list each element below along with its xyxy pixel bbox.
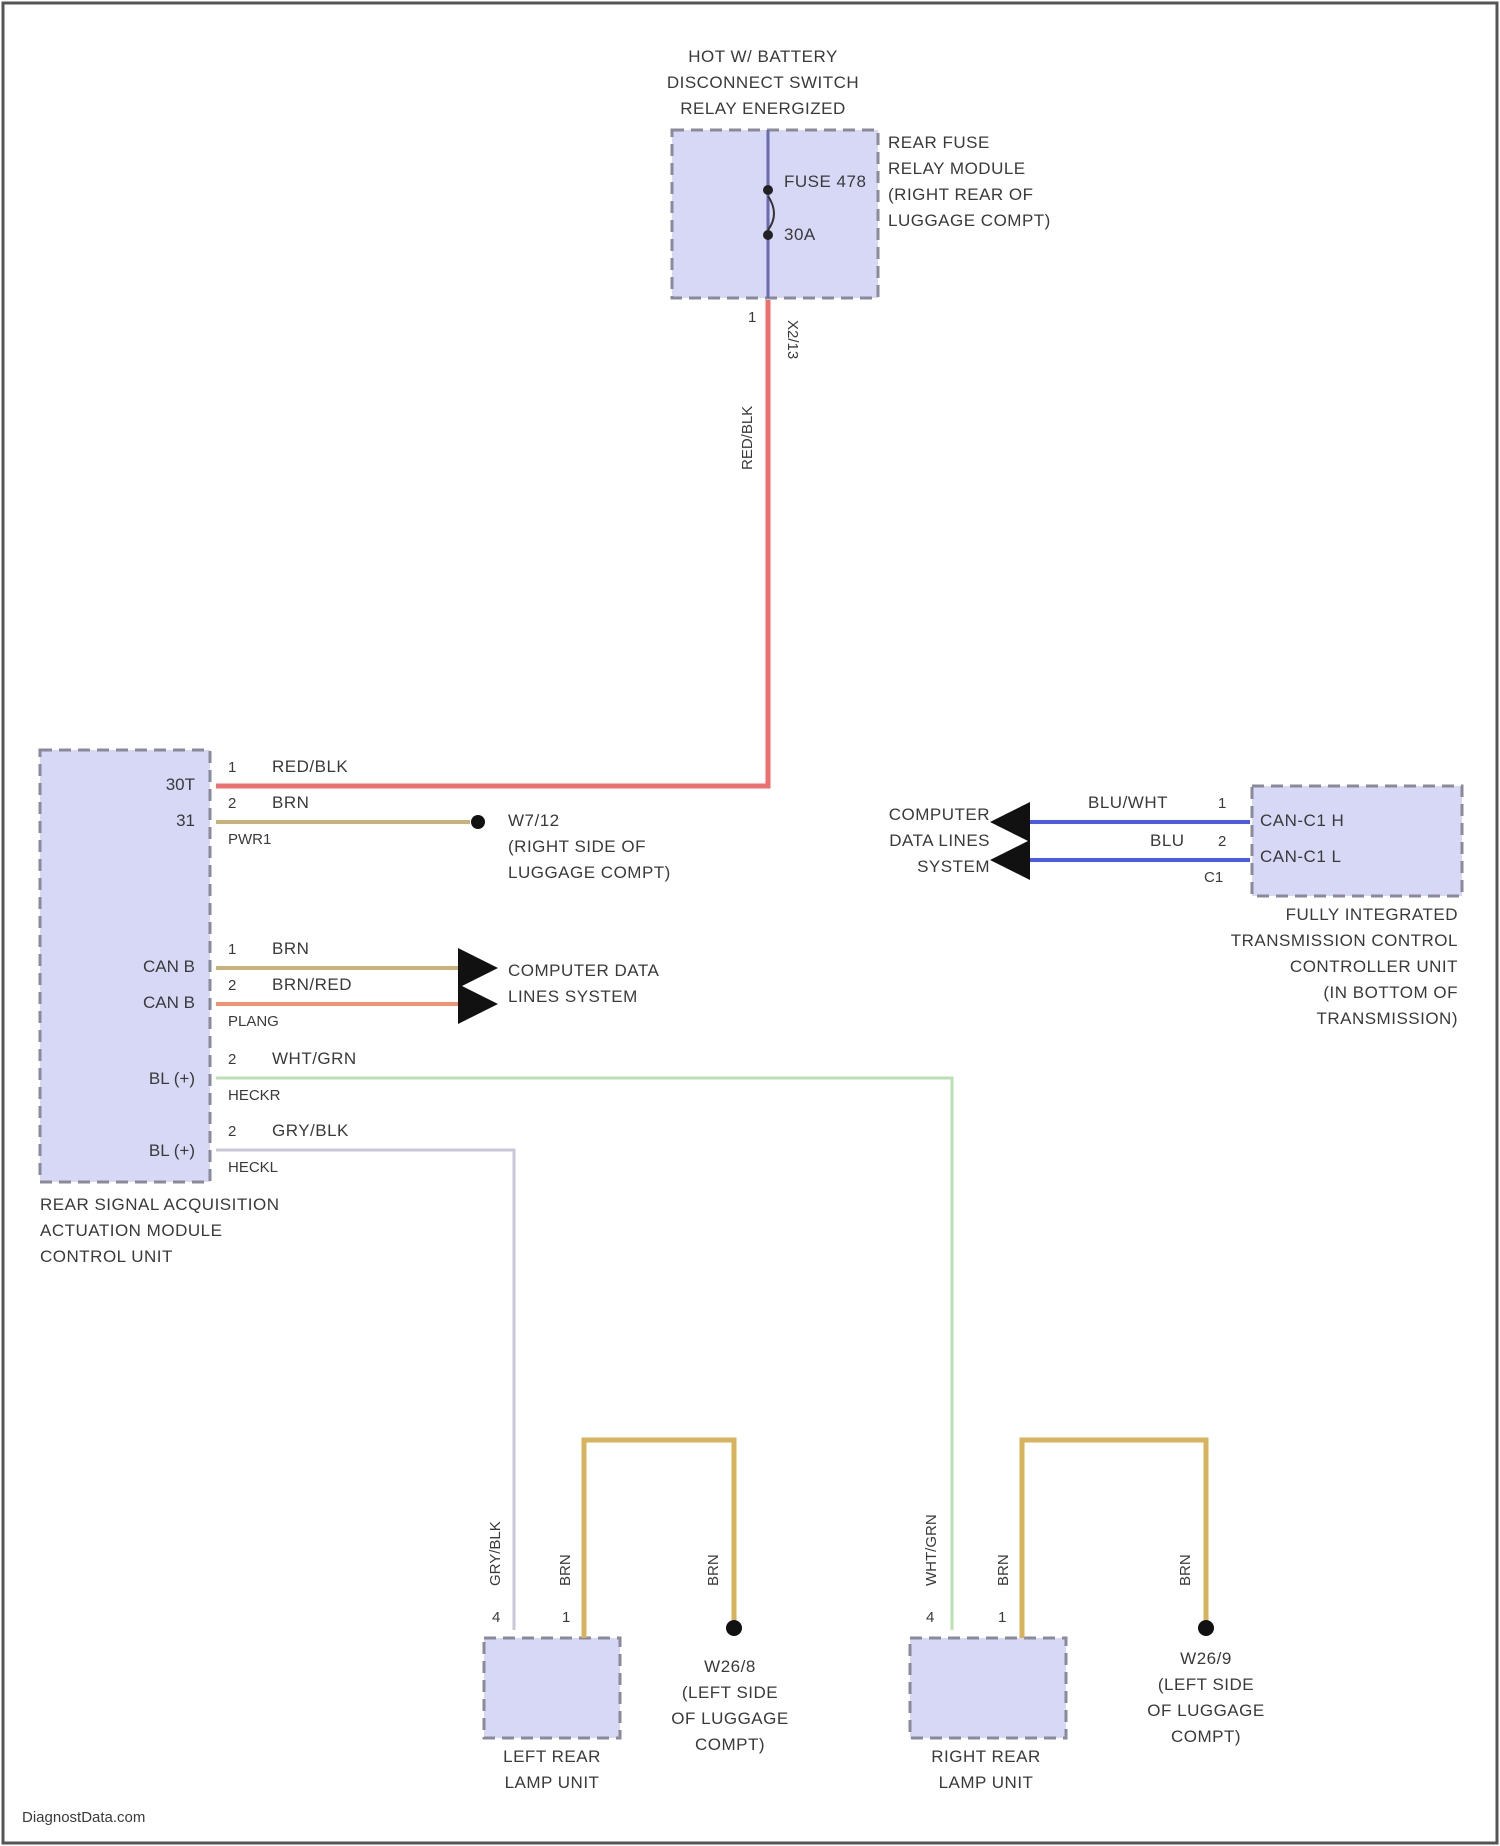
left-ground-name-4: COMPT) — [695, 1735, 765, 1754]
left-lamp-wire-b: BRN — [557, 1554, 574, 1586]
rsam-pin-num-canb-l: 2 — [228, 977, 236, 994]
left-ground-name-3: OF LUGGAGE — [671, 1709, 788, 1728]
fuse-module-name-4: LUGGAGE COMPT) — [888, 211, 1051, 230]
tcu-box — [1252, 786, 1462, 896]
rsam-pin-num-30t: 1 — [228, 759, 236, 776]
rsam-pin-num-canb-h: 1 — [228, 941, 236, 958]
rsam-name-2: ACTUATION MODULE — [40, 1221, 222, 1240]
tcu-name-1: FULLY INTEGRATED — [1286, 905, 1458, 924]
right-ground-name-3: OF LUGGAGE — [1147, 1701, 1264, 1720]
tcu-wire-pin-2: 2 — [1218, 833, 1226, 850]
fuse-module-name-3: (RIGHT REAR OF — [888, 185, 1034, 204]
left-lamp-ground-point — [726, 1620, 742, 1636]
tcu-name-4: (IN BOTTOM OF — [1323, 983, 1458, 1002]
fuse-module-name-1: REAR FUSE — [888, 133, 990, 152]
fuse-amp-label: 30A — [784, 225, 816, 244]
right-lamp-wire-a: WHT/GRN — [923, 1514, 940, 1586]
rsam-pin-id-canb-l: CAN B — [143, 993, 195, 1012]
ground-w7-12-name-1: W7/12 — [508, 811, 560, 830]
ground-point-w7-12 — [471, 815, 485, 829]
left-lamp-ground-wire — [584, 1440, 734, 1638]
wire-gry-blk-to-left-lamp — [216, 1150, 514, 1630]
fuse-pin-number: 1 — [748, 309, 756, 326]
right-lamp-ground-point — [1198, 1620, 1214, 1636]
wire-red-blk-power — [216, 300, 768, 786]
fuse-label: FUSE 478 — [784, 172, 866, 191]
rsam-conn-canb-l: PLANG — [228, 1013, 279, 1030]
left-lamp-ground-wire-color: BRN — [705, 1554, 722, 1586]
can-dest-name-1: COMPUTER DATA — [508, 961, 659, 980]
fuse-terminal-dot-bottom — [763, 230, 773, 240]
rsam-pin-id-31: 31 — [176, 811, 195, 830]
rsam-wire-canb-h: BRN — [272, 939, 309, 958]
rsam-conn-bl-left: HECKL — [228, 1159, 278, 1176]
tcu-connector: C1 — [1204, 869, 1223, 886]
rsam-pin-id-30t: 30T — [166, 775, 195, 794]
rsam-name-3: CONTROL UNIT — [40, 1247, 173, 1266]
rsam-wire-30t: RED/BLK — [272, 757, 348, 776]
right-lamp-group: 4 WHT/GRN 1 BRN BRN W26/9 (LEFT SIDE OF … — [910, 1440, 1265, 1792]
right-lamp-wire-b: BRN — [995, 1554, 1012, 1586]
right-ground-name-1: W26/9 — [1180, 1649, 1232, 1668]
left-lamp-name-1: LEFT REAR — [503, 1747, 601, 1766]
rsam-pin-num-bl-left: 2 — [228, 1123, 236, 1140]
rsam-pin-num-bl-right: 2 — [228, 1051, 236, 1068]
rsam-name-1: REAR SIGNAL ACQUISITION — [40, 1195, 279, 1214]
fuse-module-name-2: RELAY MODULE — [888, 159, 1026, 178]
right-ground-name-4: COMPT) — [1171, 1727, 1241, 1746]
fuse-header-line-1: HOT W/ BATTERY — [688, 47, 838, 66]
right-lamp-pin-a: 4 — [926, 1609, 934, 1626]
tcu-pin-label-h: CAN-C1 H — [1260, 811, 1344, 830]
left-lamp-wire-a: GRY/BLK — [487, 1521, 504, 1586]
right-lamp-name-2: LAMP UNIT — [939, 1773, 1034, 1792]
left-lamp-box — [484, 1638, 620, 1738]
left-lamp-pin-a: 4 — [492, 1609, 500, 1626]
source-watermark: DiagnostData.com — [22, 1809, 145, 1826]
rsam-pin-id-bl-left: BL (+) — [149, 1141, 195, 1160]
rsam-pin-num-31: 2 — [228, 795, 236, 812]
rsam-wire-bl-left: GRY/BLK — [272, 1121, 349, 1140]
rsam-wire-bl-right: WHT/GRN — [272, 1049, 357, 1068]
right-lamp-box — [910, 1638, 1066, 1738]
tcu-dest-3: SYSTEM — [917, 857, 990, 876]
fuse-connector-id: X2/13 — [784, 320, 801, 359]
tcu-wire-pin-1: 1 — [1218, 795, 1226, 812]
tcu-name-2: TRANSMISSION CONTROL — [1231, 931, 1458, 950]
tcu-name-5: TRANSMISSION) — [1316, 1009, 1458, 1028]
rsam-pin-id-bl-right: BL (+) — [149, 1069, 195, 1088]
fuse-header-line-3: RELAY ENERGIZED — [680, 99, 846, 118]
can-dest-name-2: LINES SYSTEM — [508, 987, 638, 1006]
right-lamp-name-1: RIGHT REAR — [931, 1747, 1041, 1766]
tcu-dest-1: COMPUTER — [889, 805, 990, 824]
rsam-wire-canb-l: BRN/RED — [272, 975, 352, 994]
right-lamp-ground-wire-color: BRN — [1177, 1554, 1194, 1586]
left-lamp-pin-b: 1 — [562, 1609, 570, 1626]
right-ground-name-2: (LEFT SIDE — [1158, 1675, 1254, 1694]
fuse-wire-color-label: RED/BLK — [739, 406, 756, 470]
fuse-module: HOT W/ BATTERY DISCONNECT SWITCH RELAY E… — [667, 47, 1051, 470]
left-lamp-name-2: LAMP UNIT — [505, 1773, 600, 1792]
fuse-terminal-dot-top — [763, 185, 773, 195]
tcu-module: CAN-C1 H CAN-C1 L BLU/WHT 1 BLU 2 C1 COM… — [889, 786, 1462, 1028]
rsam-module: 30T 1 RED/BLK 31 2 BRN PWR1 CAN B 1 BRN … — [40, 750, 485, 1266]
rsam-conn-31: PWR1 — [228, 831, 271, 848]
tcu-wire-color-2: BLU — [1150, 831, 1185, 850]
rsam-wire-31: BRN — [272, 793, 309, 812]
ground-w7-12-name-2: (RIGHT SIDE OF — [508, 837, 646, 856]
tcu-name-3: CONTROLLER UNIT — [1290, 957, 1458, 976]
tcu-wire-color-1: BLU/WHT — [1088, 793, 1168, 812]
left-lamp-group: 4 GRY/BLK 1 BRN BRN W26/8 (LEFT SIDE OF … — [484, 1440, 789, 1792]
rsam-pin-id-canb-h: CAN B — [143, 957, 195, 976]
fuse-header-line-2: DISCONNECT SWITCH — [667, 73, 859, 92]
rsam-conn-bl-right: HECKR — [228, 1087, 281, 1104]
right-lamp-pin-b: 1 — [998, 1609, 1006, 1626]
left-ground-name-1: W26/8 — [704, 1657, 756, 1676]
right-lamp-ground-wire — [1022, 1440, 1206, 1638]
left-ground-name-2: (LEFT SIDE — [682, 1683, 778, 1702]
tcu-dest-2: DATA LINES — [889, 831, 990, 850]
ground-w7-12-name-3: LUGGAGE COMPT) — [508, 863, 671, 882]
tcu-pin-label-l: CAN-C1 L — [1260, 847, 1341, 866]
